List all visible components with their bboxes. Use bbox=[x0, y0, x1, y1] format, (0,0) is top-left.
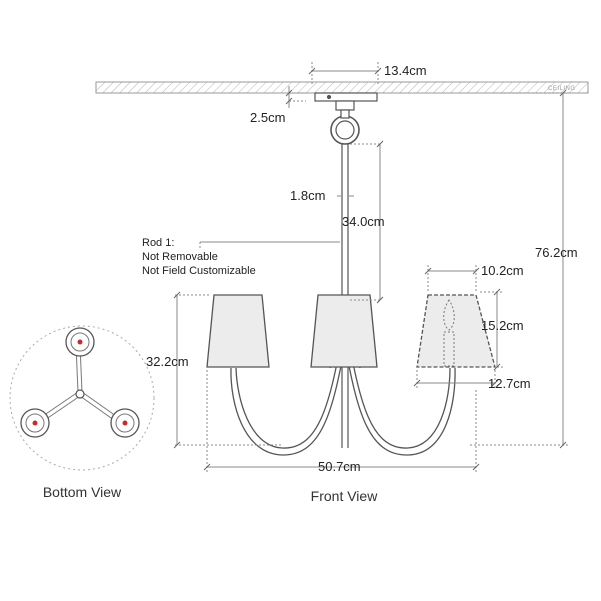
canopy-stem bbox=[335, 100, 355, 111]
rod-note: Rod 1: Not Removable Not Field Customiza… bbox=[142, 237, 256, 277]
ceiling-label: CEILING bbox=[548, 86, 576, 92]
front-view-caption: Front View bbox=[311, 488, 379, 504]
dimension-labels: 13.4cm 2.5cm 1.8cm 34.0cm 76.2cm 10.2cm … bbox=[146, 63, 578, 474]
label-overall-height: 76.2cm bbox=[535, 245, 578, 260]
canopy-plate bbox=[314, 92, 378, 102]
bottom-view-outline bbox=[9, 325, 155, 471]
canopy bbox=[314, 92, 378, 145]
ceiling: CEILING bbox=[95, 81, 589, 94]
label-shade-top: 10.2cm bbox=[481, 263, 524, 278]
bottom-view-caption: Bottom View bbox=[43, 484, 122, 500]
shade-right bbox=[416, 294, 496, 368]
dimension-lines bbox=[175, 62, 568, 472]
shade-center bbox=[310, 294, 378, 368]
bulb-dot-icon bbox=[77, 339, 83, 345]
bulb-icon bbox=[443, 299, 455, 331]
bottom-view-shade-left bbox=[20, 408, 50, 438]
candle-sleeve bbox=[443, 331, 455, 367]
candle-bulb bbox=[443, 299, 455, 367]
ceiling-hatch bbox=[95, 81, 589, 94]
bulb-dot-icon bbox=[32, 420, 38, 426]
rod-note-line-2: Not Removable bbox=[142, 251, 218, 263]
bulb-dot-icon bbox=[122, 420, 128, 426]
label-rod-diameter: 1.8cm bbox=[290, 188, 325, 203]
rod-note-line-1: Rod 1: bbox=[142, 237, 174, 249]
bottom-view-hub bbox=[75, 389, 85, 399]
bottom-view-arms bbox=[36, 344, 124, 426]
bottom-view-shade-top bbox=[65, 327, 95, 357]
hanging-loop-inner bbox=[335, 120, 355, 140]
label-canopy-height: 2.5cm bbox=[250, 110, 285, 125]
bottom-view-shade-right bbox=[110, 408, 140, 438]
label-fixture-height: 32.2cm bbox=[146, 354, 189, 369]
label-shade-bottom: 12.7cm bbox=[488, 376, 531, 391]
loop-neck bbox=[340, 109, 350, 119]
bottom-view bbox=[9, 325, 155, 471]
rod-note-line-3: Not Field Customizable bbox=[142, 265, 256, 277]
label-overall-width: 50.7cm bbox=[318, 459, 361, 474]
label-canopy-width: 13.4cm bbox=[384, 63, 427, 78]
dimension-ticks bbox=[173, 67, 567, 471]
canopy-screw-icon bbox=[326, 94, 332, 100]
label-shade-height: 15.2cm bbox=[481, 318, 524, 333]
label-rod-length: 34.0cm bbox=[342, 214, 385, 229]
shade-left bbox=[206, 294, 270, 368]
hanging-loop bbox=[330, 115, 360, 145]
shades bbox=[206, 294, 496, 368]
